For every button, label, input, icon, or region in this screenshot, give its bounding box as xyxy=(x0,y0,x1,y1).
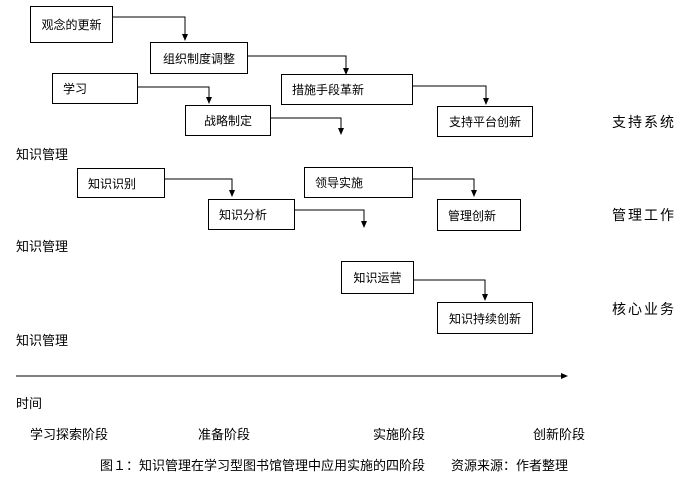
node-knowledge-analysis: 知识分析 xyxy=(208,199,295,230)
arrow-measure-to-platform xyxy=(412,85,489,105)
arrow-analysis-out xyxy=(294,209,367,228)
stage-label-4: 创新阶段 xyxy=(533,428,586,443)
node-knowledge-operation: 知识运营 xyxy=(341,261,414,294)
node-strategy: 战略制定 xyxy=(185,105,271,136)
arrow-identify-to-analysis xyxy=(164,178,235,197)
node-knowledge-identify: 知识识别 xyxy=(77,168,165,198)
stage-label-1: 学习探索阶段 xyxy=(30,428,109,443)
node-management-innovation: 管理创新 xyxy=(437,199,521,231)
arrow-leadership-to-innovation xyxy=(412,178,477,197)
stage-label-2: 准备阶段 xyxy=(198,428,251,443)
row-label-1: 知识管理 xyxy=(16,148,69,163)
row-label-3: 知识管理 xyxy=(16,334,69,349)
node-concept-update: 观念的更新 xyxy=(30,6,113,43)
node-support-platform: 支持平台创新 xyxy=(437,106,533,137)
node-measure-reform: 措施手段革新 xyxy=(281,74,413,105)
node-leadership: 领导实施 xyxy=(304,167,413,198)
node-org-adjust: 组织制度调整 xyxy=(150,42,248,74)
axis-label-time: 时间 xyxy=(16,397,43,412)
node-knowledge-continuous: 知识持续创新 xyxy=(437,302,533,334)
side-label-management: 管理工作 xyxy=(612,208,676,224)
arrow-strategy-out xyxy=(270,117,344,135)
arrow-org-to-measure xyxy=(247,55,349,75)
arrow-operation-to-continuous xyxy=(413,279,488,301)
side-label-core: 核心业务 xyxy=(612,302,676,318)
stage-label-3: 实施阶段 xyxy=(373,428,426,443)
arrow-concept-to-org xyxy=(112,16,188,41)
row-label-2: 知识管理 xyxy=(16,240,69,255)
side-label-support: 支持系统 xyxy=(612,115,676,131)
figure-caption: 图１：知识管理在学习型图书馆管理中应用实施的四阶段 资源来源：作者整理 xyxy=(100,459,569,474)
node-learning: 学习 xyxy=(52,73,138,104)
arrow-learning-to-strategy xyxy=(137,86,212,104)
